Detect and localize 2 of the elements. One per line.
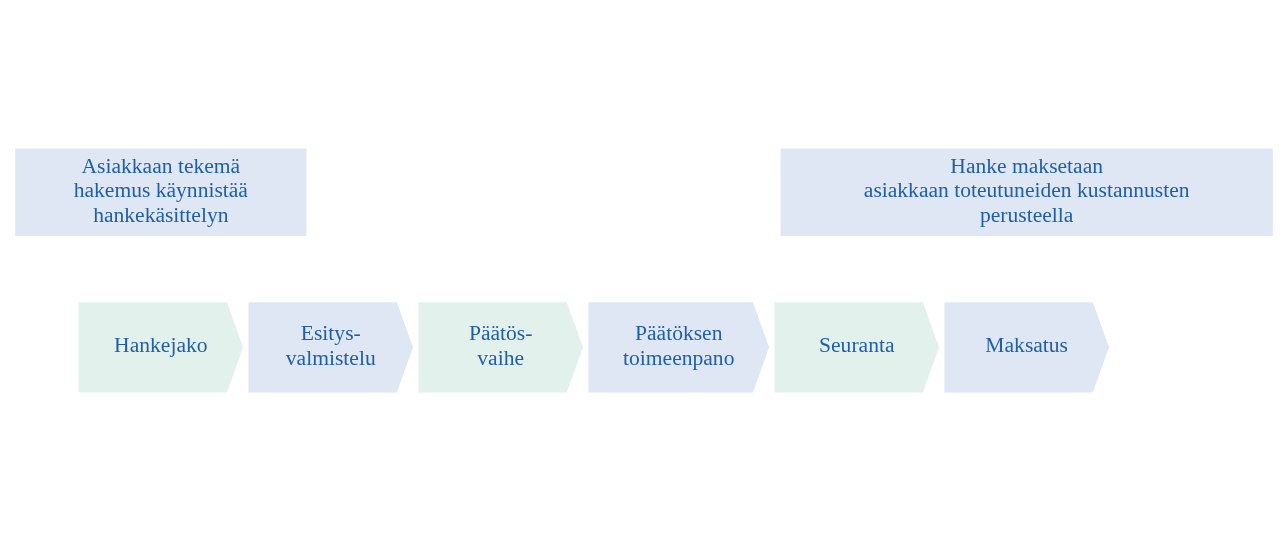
node-box: Asiakkaan tekemä hakemus käynnistää hankekäsittelyn [15, 147, 307, 236]
node-box: Hanke maksetaan asiakkaan toteutuneiden kustannusten perusteella [780, 147, 1273, 236]
